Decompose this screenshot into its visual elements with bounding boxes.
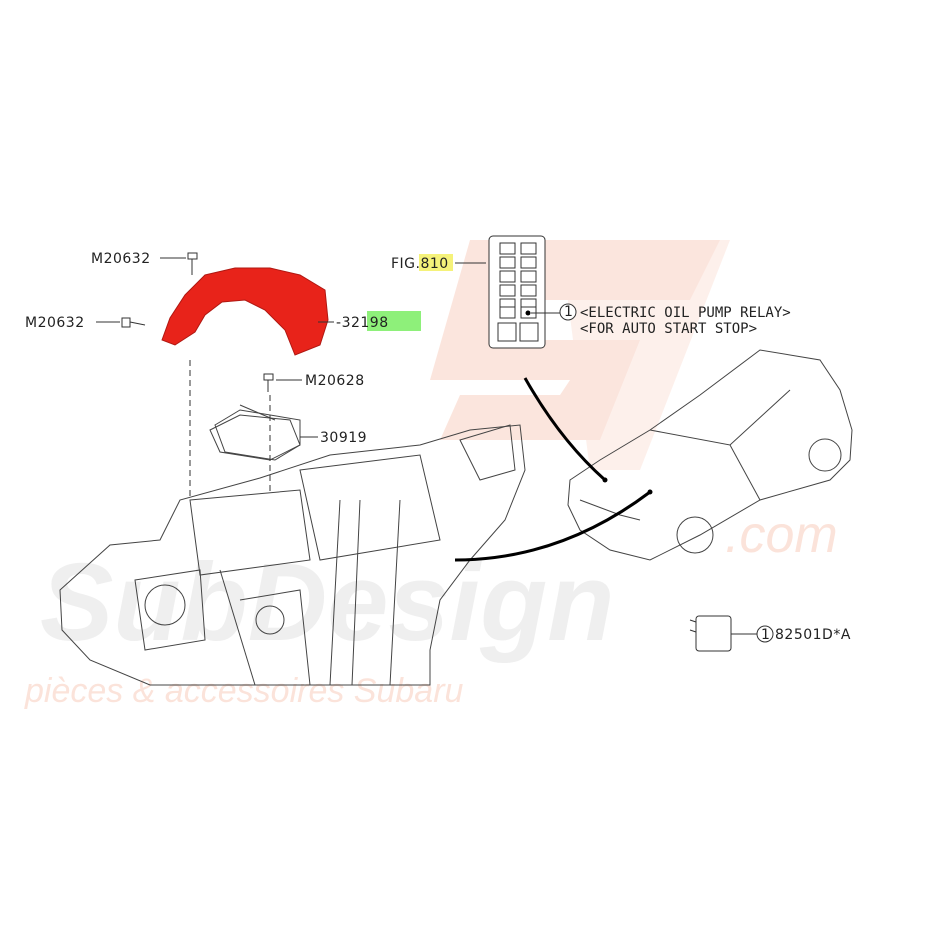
relay-index: 1 bbox=[564, 304, 573, 320]
part-number-highlight bbox=[367, 311, 421, 331]
location-pointer bbox=[523, 377, 606, 482]
label-bolt-module[interactable]: M20628 bbox=[305, 373, 365, 389]
watermark-domain: .com bbox=[725, 506, 838, 564]
label-cover-part[interactable]: -32198 bbox=[336, 315, 389, 331]
bolt-icon bbox=[121, 317, 146, 328]
bolt-icon bbox=[263, 373, 274, 392]
index-circle bbox=[559, 303, 577, 321]
label-bolt-left[interactable]: M20632 bbox=[25, 315, 85, 331]
label-bolt-top[interactable]: M20632 bbox=[91, 251, 151, 267]
watermark-brand: SubDesign bbox=[40, 541, 615, 664]
car-drawing bbox=[567, 349, 853, 561]
location-pointer bbox=[454, 490, 651, 562]
label-module-part[interactable]: 30919 bbox=[320, 430, 367, 446]
relay-box-drawing bbox=[488, 235, 560, 349]
relay-description-line1: <ELECTRIC OIL PUMP RELAY> bbox=[580, 305, 791, 321]
highlighted-cover-part[interactable] bbox=[161, 267, 329, 356]
bolt-icon bbox=[187, 252, 198, 275]
watermark-tagline: pièces & accessoires Subaru bbox=[24, 672, 464, 710]
index-circle bbox=[756, 625, 774, 643]
relay-part-drawing bbox=[689, 615, 757, 652]
relay-part-index: 1 bbox=[761, 627, 770, 643]
label-relay-part[interactable]: 82501D*A bbox=[775, 627, 851, 643]
fig-highlight bbox=[419, 254, 453, 271]
watermark: SubDesign .com pièces & accessoires Suba… bbox=[24, 240, 838, 710]
control-module-drawing bbox=[214, 409, 301, 461]
relay-description-line2: <FOR AUTO START STOP> bbox=[580, 321, 757, 337]
label-fig-ref[interactable]: FIG.810 bbox=[391, 256, 449, 272]
